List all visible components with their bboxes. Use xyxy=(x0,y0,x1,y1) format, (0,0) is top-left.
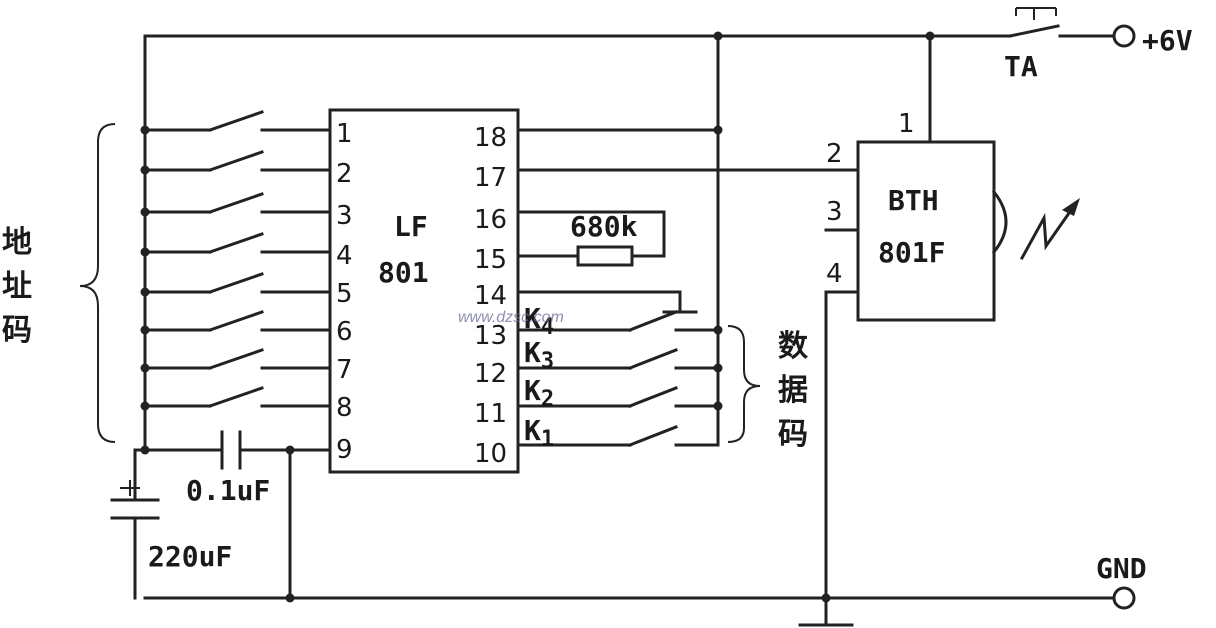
svg-text:码: 码 xyxy=(2,313,32,348)
resistor-680k xyxy=(576,245,634,267)
key-k2: K2 xyxy=(524,374,554,412)
capacitor-small xyxy=(220,430,242,470)
data-key-labels: K4 K3 K2 K1 xyxy=(524,302,554,452)
cap-large-label: 220uF xyxy=(148,540,232,573)
address-switch-1 xyxy=(143,110,332,132)
svg-text:数: 数 xyxy=(778,329,809,364)
pin-label: 12 xyxy=(474,359,507,389)
ic1-part: 801 xyxy=(378,256,429,289)
ic1-right-pin-labels: 18 17 16 15 14 13 12 11 10 xyxy=(474,123,507,469)
pin-label: 1 xyxy=(336,119,353,149)
pin-label: 2 xyxy=(826,139,843,169)
pin-label: 3 xyxy=(336,201,353,231)
ic-lf801 xyxy=(328,108,520,474)
address-switch-4 xyxy=(143,232,332,254)
address-switch-5 xyxy=(143,272,332,294)
ground-terminal xyxy=(1112,586,1136,610)
pin-label: 17 xyxy=(474,163,507,193)
pin-label: 11 xyxy=(474,399,507,429)
junction-dots xyxy=(140,31,935,603)
antenna-symbol xyxy=(991,189,1080,261)
address-switch-7 xyxy=(143,348,332,370)
ic2-part: 801F xyxy=(878,236,945,269)
ic2-pin-labels: 1 2 3 4 xyxy=(826,109,915,289)
supply-label: +6V xyxy=(1142,24,1193,57)
wiring xyxy=(133,7,1114,627)
pin-label: 9 xyxy=(336,435,353,465)
pin-label: 2 xyxy=(336,159,353,189)
cap-small-label: 0.1uF xyxy=(186,474,270,507)
ic1-name: LF xyxy=(394,210,428,243)
svg-text:码: 码 xyxy=(778,417,808,452)
resistor-label: 680k xyxy=(570,210,638,243)
pin-label: 10 xyxy=(474,439,507,469)
pin-label: 4 xyxy=(336,241,353,271)
pin-label: 16 xyxy=(474,205,507,235)
address-brace xyxy=(79,123,116,443)
address-switch-8 xyxy=(143,386,332,408)
address-switches xyxy=(143,110,332,408)
pin-label: 8 xyxy=(336,393,353,423)
address-group-label: 地 址 码 xyxy=(2,225,32,348)
pin-label: 15 xyxy=(474,245,507,275)
pin-label: 7 xyxy=(336,355,353,385)
pin-label: 5 xyxy=(336,279,353,309)
data-switch-k1 xyxy=(516,425,720,447)
pin-label: 6 xyxy=(336,317,353,347)
ground-label: GND xyxy=(1096,552,1147,585)
key-k1: K1 xyxy=(524,414,554,452)
pin-label: 1 xyxy=(898,109,915,139)
key-k4: K4 xyxy=(524,302,554,340)
data-switch-k2 xyxy=(516,386,720,408)
pin-label: 18 xyxy=(474,123,507,153)
data-switch-k3 xyxy=(516,348,720,370)
pin-label: 4 xyxy=(826,259,843,289)
svg-text:据: 据 xyxy=(778,373,808,408)
capacitor-large xyxy=(110,478,160,532)
address-switch-2 xyxy=(143,150,332,172)
address-switch-6 xyxy=(143,310,332,332)
address-switch-3 xyxy=(143,192,332,214)
data-brace xyxy=(727,325,761,443)
supply-terminal xyxy=(1112,24,1136,48)
data-switch-k4 xyxy=(516,310,720,332)
data-group-label: 数 据 码 xyxy=(778,329,809,452)
pin-label: 3 xyxy=(826,197,843,227)
svg-text:地: 地 xyxy=(2,225,32,260)
key-k3: K3 xyxy=(524,336,554,374)
ic-bth801f xyxy=(856,140,996,322)
ic1-left-pin-labels: 1 2 3 4 5 6 7 8 9 xyxy=(336,119,353,465)
data-switches xyxy=(516,310,720,447)
watermark: www.dzsc.com xyxy=(458,309,564,326)
ic2-name: BTH xyxy=(888,184,939,217)
pin-label: 13 xyxy=(474,321,507,351)
pin-label: 14 xyxy=(474,281,507,311)
svg-text:址: 址 xyxy=(2,269,32,304)
switch-ta-label: TA xyxy=(1004,50,1038,83)
